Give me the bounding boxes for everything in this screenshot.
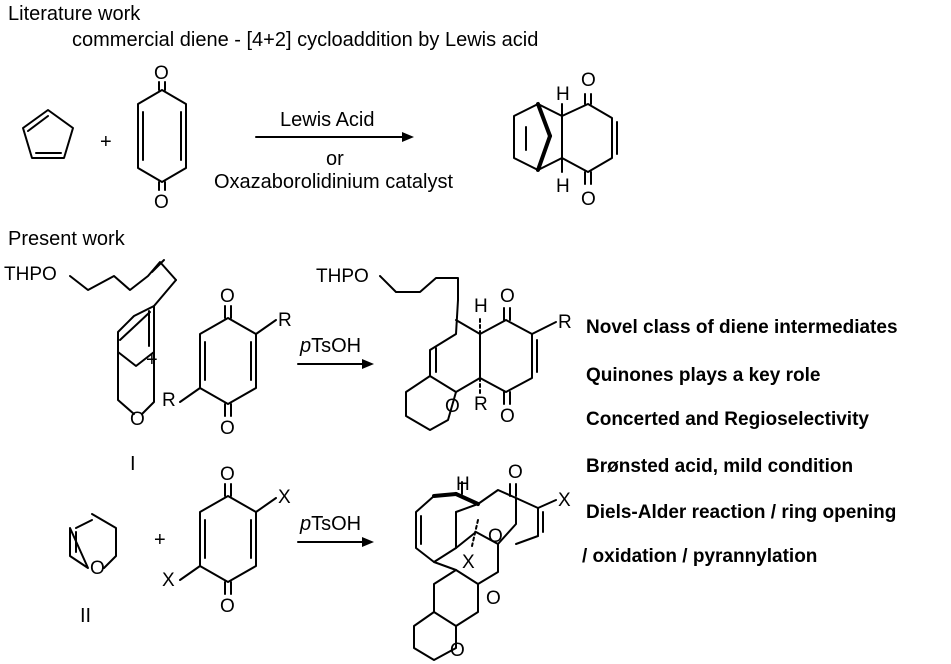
product-II-structure: O O O O H X X (413, 462, 571, 661)
cycloadduct-structure: O O H H (513, 70, 618, 210)
highlights-list: Novel class of diene intermediates Quino… (582, 317, 898, 567)
reagent-ptsoh-1: pTsOH (299, 335, 361, 357)
highlight-2: Quinones plays a key role (586, 365, 820, 386)
atom-O-6: O (220, 286, 235, 307)
atom-R-4: R (558, 312, 572, 333)
label-THPO-1: THPO (4, 264, 57, 285)
atom-O-14: O (508, 462, 523, 483)
reagent-or: or (326, 148, 344, 170)
atom-X-1: X (278, 487, 291, 508)
atom-O-13: O (220, 596, 235, 617)
heading-literature-subtitle: commercial diene - [4+2] cycloaddition b… (72, 29, 538, 51)
highlight-4: Brønsted acid, mild condition (586, 456, 853, 477)
quinone-X-structure: O O X X (162, 464, 291, 617)
highlight-1: Novel class of diene intermediates (586, 317, 898, 338)
product-I-structure: THPO O O O H R R (316, 266, 572, 431)
atom-O-16: O (486, 588, 501, 609)
atom-R-1: R (278, 310, 292, 331)
atom-H-4: H (456, 474, 470, 495)
label-diene-I: I (130, 453, 136, 475)
atom-O-15: O (488, 526, 503, 547)
atom-O-11: O (90, 558, 105, 579)
reagent-lewis-acid: Lewis Acid (280, 109, 375, 131)
atom-X-2: X (162, 570, 175, 591)
benzoquinone-structure: O O (137, 63, 187, 213)
plus-sign-3: + (154, 529, 166, 551)
atom-X-4: X (558, 490, 571, 511)
atom-O-4: O (581, 189, 596, 210)
atom-O-10: O (445, 396, 460, 417)
atom-O-17: O (450, 640, 465, 661)
label-diene-II: II (80, 605, 91, 627)
reagent-ptsoh-2: pTsOH (299, 513, 361, 535)
highlight-5: Diels-Alder reaction / ring opening (586, 502, 896, 523)
reagent-oxazaborolidinium: Oxazaborolidinium catalyst (214, 171, 453, 193)
plus-sign-1: + (100, 131, 112, 153)
plus-sign-2: + (146, 349, 158, 371)
arrow-head-1 (402, 132, 414, 142)
atom-O-1: O (154, 63, 169, 84)
atom-O-3: O (581, 70, 596, 91)
diene-I-structure: THPO O I (4, 259, 177, 475)
cyclopentadiene-structure (22, 109, 74, 159)
highlight-3: Concerted and Regioselectivity (586, 409, 869, 430)
atom-R-2: R (162, 390, 176, 411)
atom-H-2: H (556, 176, 570, 197)
atom-R-3: R (474, 394, 488, 415)
heading-literature: Literature work (8, 3, 141, 25)
atom-X-3: X (462, 552, 475, 573)
atom-O-8: O (500, 286, 515, 307)
quinone-R-structure: O O R R (162, 286, 292, 439)
highlight-6: / oxidation / pyrannylation (582, 546, 817, 567)
diene-II-structure: O II (69, 513, 117, 627)
atom-O-7: O (220, 418, 235, 439)
atom-O-12: O (220, 464, 235, 485)
atom-O-2: O (154, 192, 169, 213)
atom-O-9: O (500, 406, 515, 427)
heading-present: Present work (8, 228, 126, 250)
label-THPO-2: THPO (316, 266, 369, 287)
arrow-head-3 (362, 537, 374, 547)
atom-H-1: H (556, 84, 570, 105)
atom-H-3: H (474, 296, 488, 317)
arrow-head-2 (362, 359, 374, 369)
